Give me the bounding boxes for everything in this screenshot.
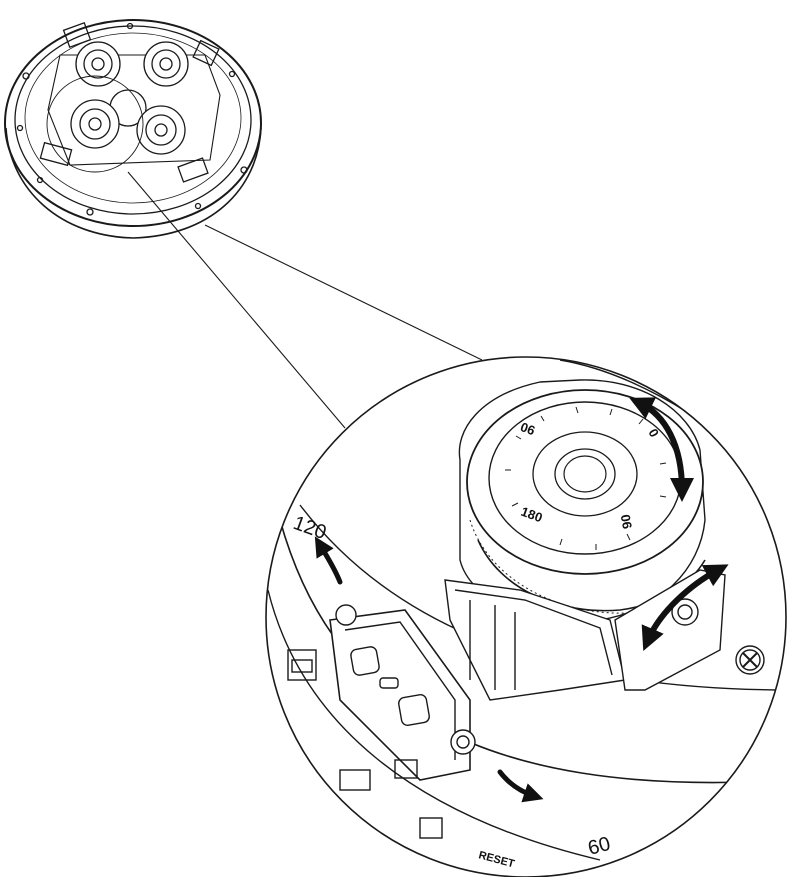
dial-label-bottom: 180 <box>519 504 545 526</box>
rotate-arrow-icon <box>629 397 694 502</box>
mount-screw-icon <box>735 645 765 675</box>
zoom-connector-lines <box>127 171 483 429</box>
magnified-view: 90 0 90 180 120 60 RESET <box>265 356 787 878</box>
tilt-arrow-icon <box>641 564 729 652</box>
lens-module-icon <box>75 41 121 87</box>
dial-label-top-left: 90 <box>518 419 537 438</box>
lens-module-icon <box>70 99 120 149</box>
pan-arrow-icon <box>314 536 343 585</box>
pan-arrow-icon <box>497 769 544 803</box>
lens-housing <box>458 379 706 622</box>
camera-overview <box>4 19 262 239</box>
dial-label-right: 90 <box>618 513 635 530</box>
clamp-block <box>329 604 476 781</box>
lens-module-icon <box>143 41 189 87</box>
lens-module-icon <box>136 105 186 155</box>
play-button-icon <box>419 817 443 839</box>
